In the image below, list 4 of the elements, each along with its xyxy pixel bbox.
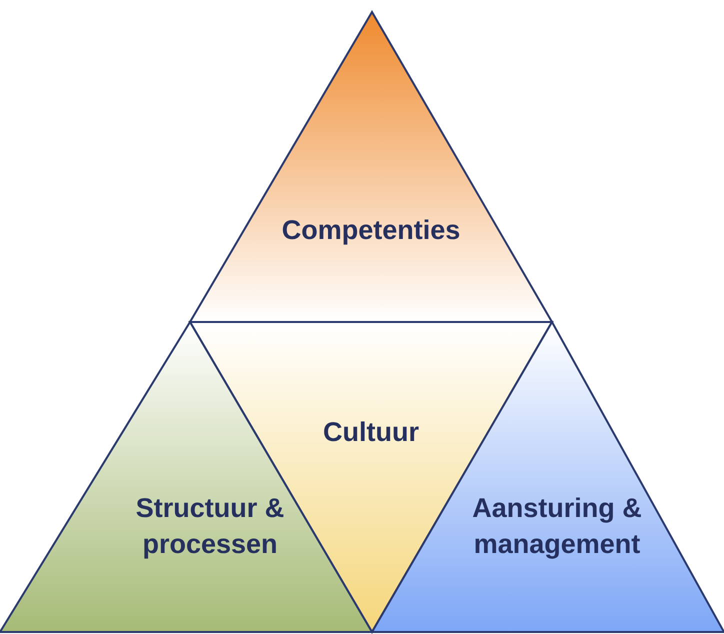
segment-label: Structuur & processen bbox=[134, 492, 286, 561]
segment-label: Aansturing & management bbox=[471, 492, 643, 561]
segment-label: Cultuur bbox=[322, 416, 420, 449]
segment-label: Competenties bbox=[280, 214, 462, 247]
